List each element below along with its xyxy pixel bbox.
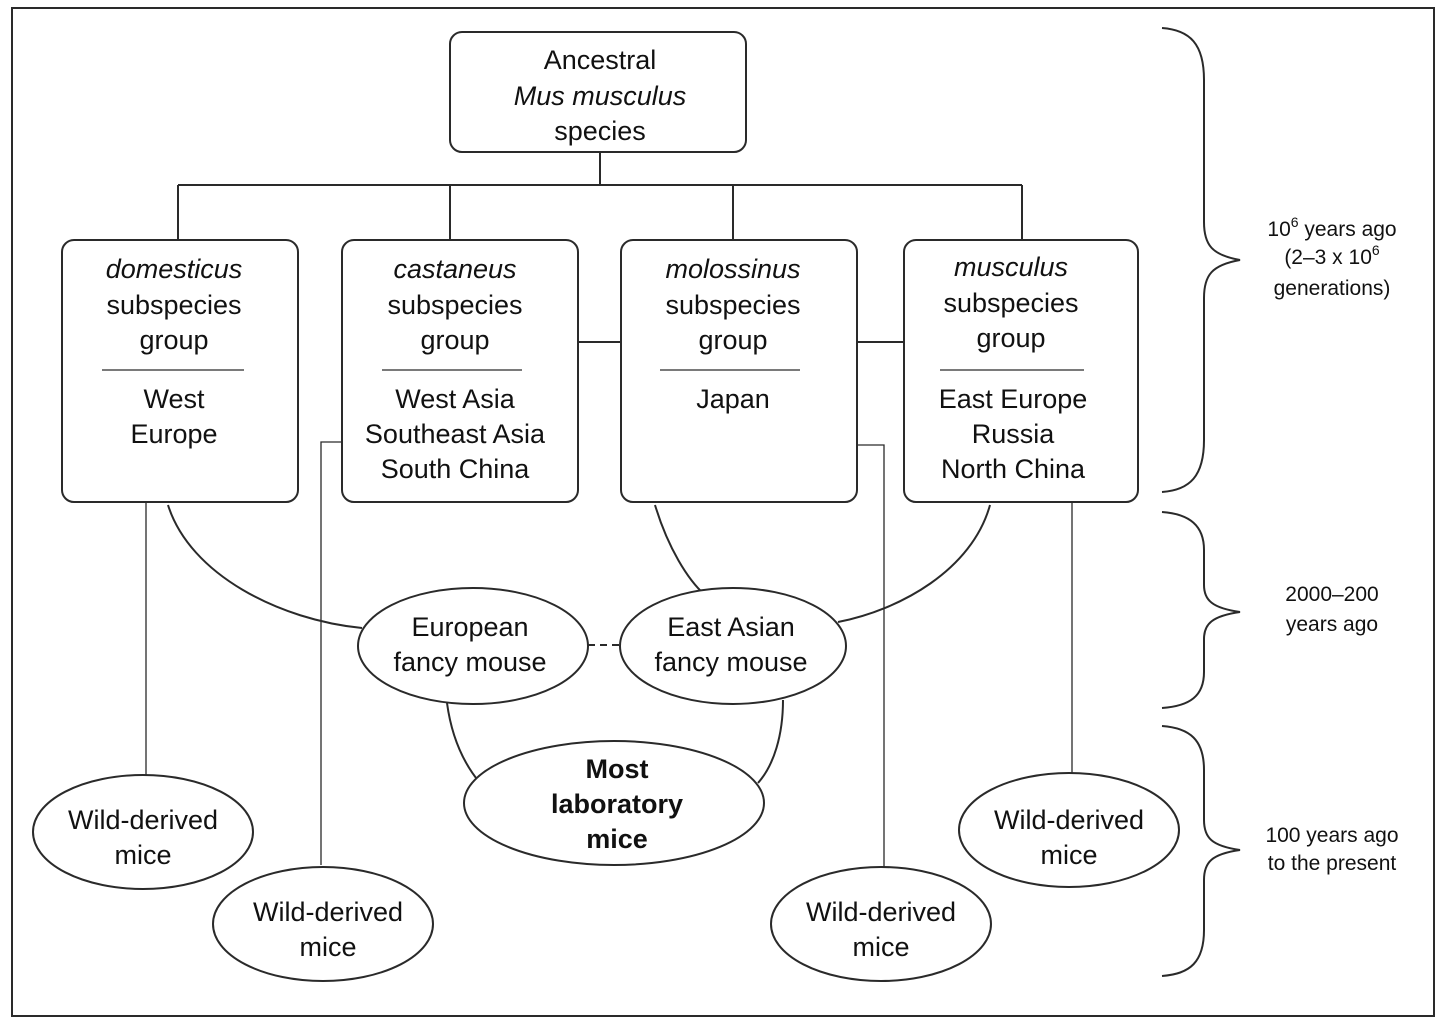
- time-label-1-line2: (2–3 x 106: [1284, 242, 1380, 269]
- subspecies-name: castaneus: [393, 254, 516, 284]
- region-label: Russia: [972, 419, 1056, 449]
- region-label: Southeast Asia: [365, 419, 546, 449]
- wild-derived-node-domesticus: Wild-derived mice: [32, 774, 254, 890]
- time-label-3-line1: 100 years ago: [1265, 824, 1398, 847]
- region-label: North China: [941, 454, 1086, 484]
- subspecies-name: musculus: [954, 252, 1068, 282]
- region-label: Europe: [130, 419, 217, 449]
- european-fancy-mouse-node: European fancy mouse: [357, 587, 589, 705]
- time-label-1-line1: 106 years ago: [1267, 214, 1396, 241]
- lab-line1: Most: [586, 754, 649, 784]
- east-asian-fancy-mouse-node: East Asian fancy mouse: [619, 587, 847, 705]
- lab-line2: laboratory: [551, 789, 683, 819]
- east-asian-fancy-line1: East Asian: [667, 612, 795, 642]
- wild-line1: Wild-derived: [253, 897, 403, 927]
- wild-line2: mice: [852, 932, 909, 962]
- subspecies-domesticus: domesticus subspecies group West Europe: [61, 239, 299, 503]
- subspecies-castaneus: castaneus subspecies group West Asia Sou…: [341, 239, 579, 503]
- european-fancy-line1: European: [411, 612, 528, 642]
- fancy-mouse-connectors: [167, 504, 991, 784]
- subspecies-molossinus: molossinus subspecies group Japan: [620, 239, 858, 503]
- wild-line2: mice: [299, 932, 356, 962]
- subspecies-label: subspecies: [943, 288, 1078, 318]
- wild-line2: mice: [1040, 840, 1097, 870]
- diagram-frame: [11, 7, 1435, 1017]
- time-label-1-line3: generations): [1274, 277, 1391, 300]
- subspecies-label: subspecies: [106, 290, 241, 320]
- wild-line2: mice: [114, 840, 171, 870]
- region-label: Japan: [696, 384, 770, 414]
- group-label: group: [698, 325, 767, 355]
- wild-derived-node-musculus: Wild-derived mice: [958, 772, 1180, 888]
- ancestral-node: Ancestral Mus musculus species: [449, 31, 747, 153]
- lab-line3: mice: [586, 824, 648, 854]
- wild-line1: Wild-derived: [994, 805, 1144, 835]
- time-brace-3: [1161, 725, 1241, 977]
- wild-derived-node-castaneus: Wild-derived mice: [212, 866, 434, 982]
- time-brace-2: [1161, 511, 1241, 709]
- laboratory-mice-node: Most laboratory mice: [463, 740, 765, 866]
- subspecies-label: subspecies: [387, 290, 522, 320]
- time-label-3: 100 years ago to the present: [1265, 824, 1398, 875]
- region-label: East Europe: [939, 384, 1088, 414]
- time-brace-1: [1161, 27, 1241, 493]
- wild-derived-connectors: [145, 441, 1073, 870]
- group-label: group: [976, 323, 1045, 353]
- wild-derived-node-molossinus: Wild-derived mice: [770, 866, 992, 982]
- time-label-2: 2000–200 years ago: [1285, 583, 1378, 636]
- subspecies-label: subspecies: [665, 290, 800, 320]
- time-label-2-line2: years ago: [1286, 613, 1378, 636]
- east-asian-fancy-line2: fancy mouse: [654, 647, 807, 677]
- subspecies-musculus: musculus subspecies group East Europe Ru…: [903, 239, 1139, 503]
- wild-line1: Wild-derived: [68, 805, 218, 835]
- time-label-1: 106 years ago (2–3 x 106 generations): [1267, 214, 1396, 300]
- time-label-2-line1: 2000–200: [1285, 583, 1378, 606]
- tree-connectors: [177, 152, 1023, 343]
- group-label: group: [139, 325, 208, 355]
- subspecies-name: molossinus: [665, 254, 800, 284]
- subspecies-name: domesticus: [106, 254, 243, 284]
- wild-line1: Wild-derived: [806, 897, 956, 927]
- group-label: group: [420, 325, 489, 355]
- ancestral-line3: species: [554, 116, 646, 146]
- time-label-3-line2: to the present: [1268, 852, 1397, 875]
- ancestral-species-name: Mus musculus: [514, 81, 687, 111]
- region-label: South China: [381, 454, 531, 484]
- european-fancy-line2: fancy mouse: [393, 647, 546, 677]
- ancestral-line1: Ancestral: [544, 45, 657, 75]
- region-label: West: [143, 384, 205, 414]
- region-label: West Asia: [395, 384, 516, 414]
